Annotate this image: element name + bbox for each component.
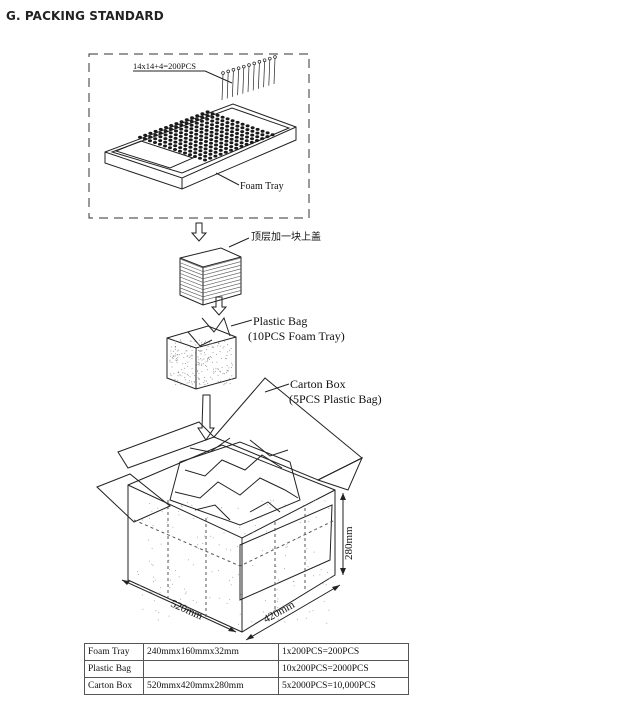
top-cover-label: 顶层加一块上盖 [251,230,321,243]
down-arrow-1 [190,222,208,242]
spec-cell-item: Plastic Bag [84,660,144,678]
svg-text:280mm: 280mm [343,526,355,560]
page-title: G. PACKING STANDARD [6,9,164,23]
spec-cell-qty: 10x200PCS=2000PCS [278,660,409,678]
spec-cell-qty: 1x200PCS=200PCS [278,643,409,661]
carton-box-section: Carton Box (5PCS Plastic Bag) 520mm 420m… [96,377,382,641]
carton-box-sub-label: (5PCS Plastic Bag) [289,392,382,406]
dimension-420: 420mm [245,584,341,641]
spec-cell-qty: 5x2000PCS=10,000PCS [278,677,409,695]
plastic-bag-label: Plastic Bag [253,314,307,328]
component-pins [221,55,277,101]
plastic-bag-illustration [166,316,237,390]
spec-cell-item: Carton Box [84,677,144,695]
down-arrow-3 [197,394,215,441]
carton-box-label: Carton Box [290,377,346,391]
tray-cavity-grid [138,110,275,162]
down-arrow-2 [210,296,228,316]
spec-cell-item: Foam Tray [84,643,144,661]
foam-tray-leader [215,172,240,186]
foam-tray-section: 14x14+4=200PCS Foam Tray [88,53,310,219]
plastic-bag-section: Plastic Bag (10PCS Foam Tray) [166,314,345,390]
spec-table-row: Plastic Bag 10x200PCS=2000PCS [84,660,409,678]
dimension-280: 280mm [340,493,355,575]
spec-cell-size: 520mmx420mmx280mm [143,677,279,695]
tray-stack-illustration [179,247,242,306]
spec-cell-size: 240mmx160mmx32mm [143,643,279,661]
tray-count-leader [204,70,233,84]
svg-text:520mm: 520mm [169,598,205,623]
top-cover-leader [228,237,250,248]
tray-count-label: 14x14+4=200PCS [133,61,196,71]
carton-box-illustration [96,377,364,633]
svg-text:420mm: 420mm [262,599,298,626]
tray-stack-section: 顶层加一块上盖 [179,222,321,316]
tray-dashed-frame [88,53,310,219]
plastic-bag-leader [230,319,253,327]
dimension-520: 520mm [121,579,237,633]
plastic-bag-sub-label: (10PCS Foam Tray) [248,329,345,343]
carton-box-leader [264,383,290,393]
foam-tray-illustration [104,55,297,190]
foam-tray-label: Foam Tray [240,181,284,192]
spec-cell-size [143,660,279,678]
